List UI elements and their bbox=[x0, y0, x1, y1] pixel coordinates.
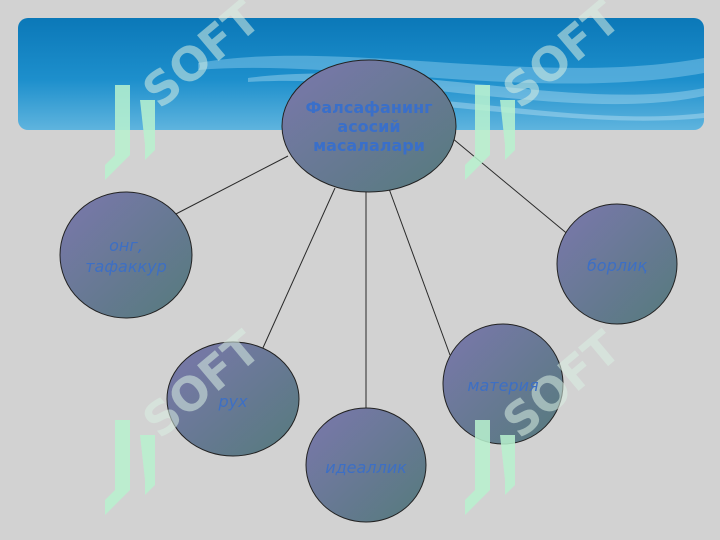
edge-rux bbox=[261, 187, 336, 351]
node-label-rux: рух bbox=[218, 391, 248, 411]
node-rux bbox=[166, 341, 300, 457]
node-idealik bbox=[305, 407, 427, 523]
node-label-materiya: материя bbox=[467, 375, 539, 395]
center-label: Фалсафанинг асосий масалалари bbox=[305, 97, 433, 155]
edge-ong bbox=[171, 155, 289, 217]
node-center bbox=[281, 59, 457, 193]
edge-borliq bbox=[451, 137, 571, 237]
node-borliq bbox=[556, 203, 678, 325]
node-label-idealik: идеаллик bbox=[325, 457, 407, 477]
node-label-ong: онг, тафаккур bbox=[85, 236, 167, 276]
node-label-borliq: борлиқ bbox=[586, 255, 648, 275]
edge-materiya bbox=[387, 185, 451, 356]
node-ong bbox=[59, 191, 193, 319]
